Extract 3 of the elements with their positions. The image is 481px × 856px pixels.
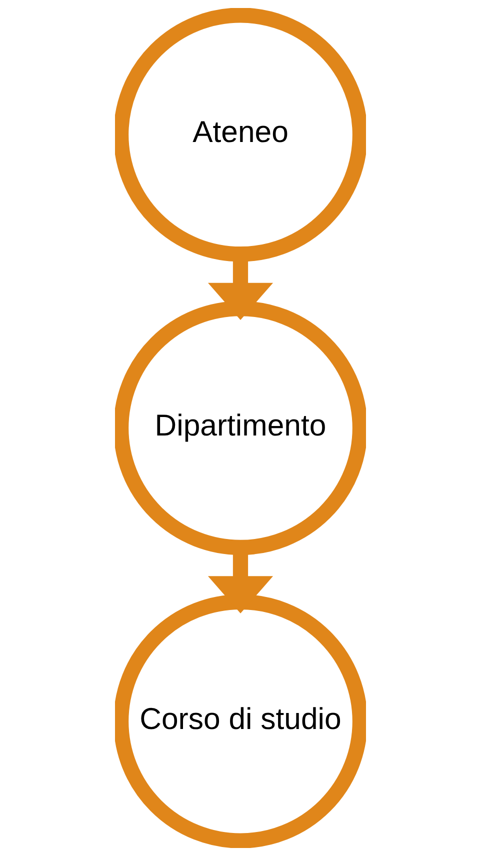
node-circle: Ateneo [115, 8, 366, 262]
node-circle: Dipartimento [115, 301, 366, 555]
node-circle: Corso di studio [115, 594, 366, 848]
